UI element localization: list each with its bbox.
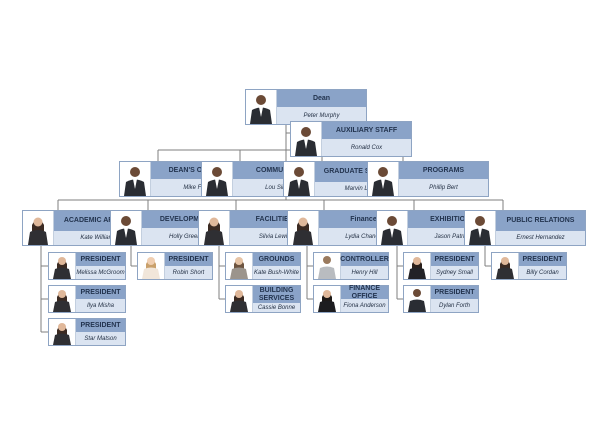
- woman-icon: [404, 253, 431, 279]
- node-person-name: Ilya Misha: [76, 299, 125, 312]
- node-title: PRESIDENT: [431, 253, 478, 266]
- node-person-name: Melissa McGroom: [76, 266, 125, 279]
- node-person-name: Cassie Bonne: [253, 303, 300, 312]
- woman-icon: [199, 211, 230, 245]
- node-title: AUXILIARY STAFF: [322, 122, 411, 139]
- node-fin-controller[interactable]: CONTROLLER Henry Hill: [313, 252, 389, 280]
- woman-icon: [138, 253, 165, 279]
- node-aa-president-1[interactable]: PRESIDENT Melissa McGroom: [48, 252, 126, 280]
- man-in-suit-icon: [284, 162, 315, 196]
- node-aa-president-3[interactable]: PRESIDENT Star Matson: [48, 318, 126, 346]
- woman-icon: [23, 211, 54, 245]
- man-in-suit-icon: [291, 122, 322, 156]
- node-dean[interactable]: Dean Peter Murphy: [245, 89, 367, 125]
- node-title: Dean: [277, 90, 366, 107]
- woman-icon: [492, 253, 519, 279]
- man-in-suit-icon: [404, 286, 431, 312]
- node-title: BUILDING SERVICES: [253, 286, 300, 303]
- woman-icon: [49, 319, 76, 345]
- node-title: FINANCE OFFICE: [341, 285, 388, 300]
- node-dev-president[interactable]: PRESIDENT Robin Short: [137, 252, 213, 280]
- node-title: PUBLIC RELATIONS: [496, 211, 585, 231]
- woman-icon: [226, 253, 253, 279]
- woman-icon: [288, 211, 319, 245]
- woman-icon: [314, 286, 341, 312]
- man-in-suit-icon: [314, 253, 341, 279]
- man-in-suit-icon: [120, 162, 151, 196]
- node-person-name: Billy Cordan: [519, 266, 566, 279]
- node-fac-building-services[interactable]: BUILDING SERVICES Cassie Bonne: [225, 285, 301, 313]
- node-person-name: Kate Bush-White: [253, 266, 300, 279]
- node-person-name: Ernest Hernandez: [496, 231, 585, 245]
- man-in-suit-icon: [377, 211, 408, 245]
- man-in-suit-icon: [368, 162, 399, 196]
- node-title: GROUNDS: [253, 253, 300, 266]
- man-in-suit-icon: [111, 211, 142, 245]
- node-fin-finance-office[interactable]: FINANCE OFFICE Fiona Anderson: [313, 285, 389, 313]
- woman-icon: [226, 286, 253, 312]
- node-person-name: Sydney Small: [431, 266, 478, 279]
- node-pr-president[interactable]: PRESIDENT Billy Cordan: [491, 252, 567, 280]
- node-title: PRESIDENT: [519, 253, 566, 266]
- node-ex-president-1[interactable]: PRESIDENT Sydney Small: [403, 252, 479, 280]
- node-person-name: Ronald Cox: [322, 139, 411, 156]
- node-person-name: Star Matson: [76, 332, 125, 345]
- woman-icon: [49, 253, 76, 279]
- node-ex-president-2[interactable]: PRESIDENT Dylan Forth: [403, 285, 479, 313]
- node-title: CONTROLLER: [340, 253, 389, 266]
- node-title: PROGRAMS: [399, 162, 488, 179]
- node-person-name: Dylan Forth: [431, 299, 478, 312]
- man-in-suit-icon: [465, 211, 496, 245]
- node-aa-president-2[interactable]: PRESIDENT Ilya Misha: [48, 285, 126, 313]
- node-person-name: Robin Short: [165, 266, 212, 279]
- node-programs[interactable]: PROGRAMS Phillip Bert: [367, 161, 489, 197]
- woman-icon: [49, 286, 76, 312]
- node-person-name: Henry Hill: [341, 266, 388, 279]
- node-title: PRESIDENT: [165, 253, 212, 266]
- man-in-suit-icon: [202, 162, 233, 196]
- node-fac-grounds[interactable]: GROUNDS Kate Bush-White: [225, 252, 301, 280]
- node-title: PRESIDENT: [431, 286, 478, 299]
- node-person-name: Phillip Bert: [399, 179, 488, 196]
- node-auxiliary-staff[interactable]: AUXILIARY STAFF Ronald Cox: [290, 121, 412, 157]
- node-person-name: Peter Murphy: [277, 107, 366, 124]
- node-title: PRESIDENT: [76, 253, 125, 266]
- node-person-name: Fiona Anderson: [341, 299, 388, 312]
- node-title: PRESIDENT: [76, 286, 125, 299]
- node-public-relations[interactable]: PUBLIC RELATIONS Ernest Hernandez: [464, 210, 586, 246]
- man-in-suit-icon: [246, 90, 277, 124]
- node-title: PRESIDENT: [76, 319, 125, 332]
